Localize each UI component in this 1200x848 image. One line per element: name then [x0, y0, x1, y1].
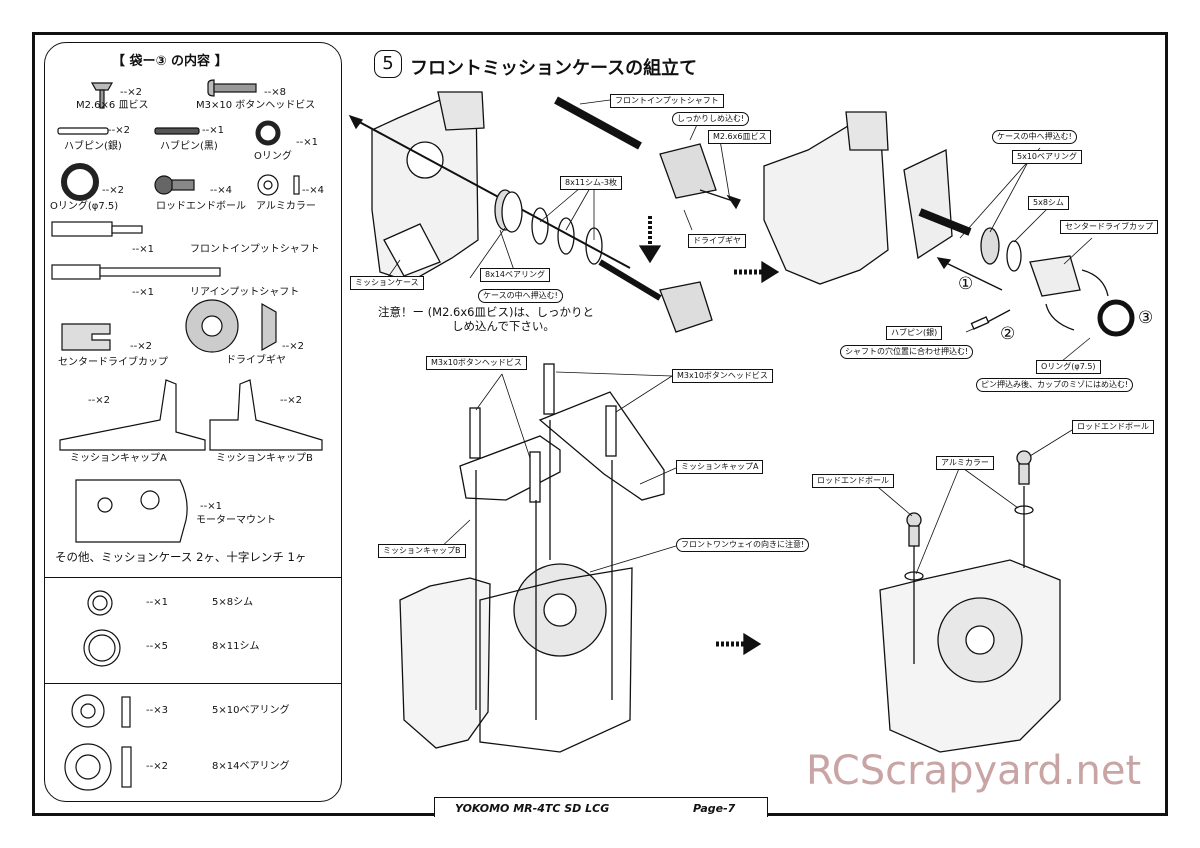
note-line-2: しめ込んで下さい。: [452, 319, 555, 333]
parts-divider-bearings: [44, 683, 342, 684]
part-bearing-8x14: 8×14ベアリング: [212, 761, 290, 772]
part-mission-cap-b: ミッションキャップB: [216, 453, 313, 464]
note-line-1: 注意！ー (M2.6x6皿ビス)は、しっかりと: [378, 305, 594, 319]
label-m3x10-right: M3x10ボタンヘッドビス: [672, 369, 773, 383]
part-shim-8x11: 8×11シム: [212, 641, 260, 652]
qty-bearing-5x10: --×3: [146, 705, 168, 716]
part-hub-pin-silver: ハブピン(銀): [64, 141, 122, 152]
qty-oring-75: --×2: [102, 185, 124, 196]
part-front-input-shaft: フロントインプットシャフト: [190, 244, 320, 255]
label-mission-cap-b: ミッションキャップB: [378, 544, 466, 558]
part-m3-screw: M3×10 ボタンヘッドビス: [196, 100, 316, 111]
part-bearing-5x10: 5×10ベアリング: [212, 705, 290, 716]
label-press-into-case-right: ケースの中へ押込む!: [992, 130, 1077, 144]
label-mission-case: ミッションケース: [350, 276, 424, 290]
part-rear-input-shaft: リアインプットシャフト: [190, 287, 300, 298]
qty-front-input-shaft: --×1: [132, 244, 154, 255]
label-shim-5x8: 5x8シム: [1028, 196, 1069, 210]
footer-model: YOKOMO MR-4TC SD LCG: [455, 802, 610, 815]
qty-mission-cap-b: --×2: [280, 395, 302, 406]
label-press-into-case-left: ケースの中へ押込む!: [478, 289, 563, 303]
qty-rod-end-ball: --×4: [210, 185, 232, 196]
label-oring-75: Oリング(φ7.5): [1036, 360, 1101, 374]
step-title: フロントミッションケースの組立て: [410, 58, 698, 79]
qty-center-drive-cup: --×2: [130, 341, 152, 352]
qty-m3-screw: --×8: [264, 87, 286, 98]
step-number: 5: [374, 50, 402, 78]
label-tighten: しっかりしめ込む!: [672, 112, 750, 126]
qty-bearing-8x14: --×2: [146, 761, 168, 772]
part-hub-pin-black: ハブピン(黒): [160, 141, 218, 152]
order-mark-3: ③: [1138, 308, 1154, 328]
label-after-pin: ピン押込み後、カップのミゾにはめ込む!: [976, 378, 1134, 392]
part-motor-mount: モーターマウント: [196, 515, 276, 526]
label-shim-8x11: 8x11シム-3枚: [560, 176, 622, 190]
qty-motor-mount: --×1: [200, 501, 222, 512]
label-alu-collar: アルミカラー: [936, 456, 994, 470]
label-bearing-5x10: 5x10ベアリング: [1012, 150, 1083, 164]
label-rod-end-ball-right: ロッドエンドボール: [1072, 420, 1154, 434]
label-hub-pin-silver: ハブピン(銀): [886, 326, 943, 340]
order-mark-2: ②: [1000, 324, 1016, 344]
qty-drive-gear: --×2: [282, 341, 304, 352]
part-oring: Oリング: [254, 151, 292, 162]
qty-shim-8x11: --×5: [146, 641, 168, 652]
label-drive-gear: ドライブギヤ: [688, 234, 746, 248]
parts-other-note: その他、ミッションケース 2ヶ、十字レンチ 1ヶ: [55, 550, 307, 564]
label-align-shaft-hole: シャフトの穴位置に合わせ押込む!: [840, 345, 974, 359]
label-m3x10-left: M3x10ボタンヘッドビス: [426, 356, 527, 370]
qty-oring: --×1: [296, 137, 318, 148]
qty-shim-5x8: --×1: [146, 597, 168, 608]
watermark: RCScrapyard.net: [806, 748, 1142, 794]
qty-hub-pin-black: --×1: [202, 125, 224, 136]
qty-mission-cap-a: --×2: [88, 395, 110, 406]
footer-page: Page-7: [693, 802, 736, 815]
footer-tab: YOKOMO MR-4TC SD LCG Page-7: [434, 797, 768, 817]
part-shim-5x8: 5×8シム: [212, 597, 254, 608]
label-rod-end-ball-left: ロッドエンドボール: [812, 474, 894, 488]
part-center-drive-cup: センタードライブカップ: [58, 357, 168, 368]
part-m26-screw: M2.6×6 皿ビス: [76, 100, 149, 111]
label-front-input-shaft: フロントインプットシャフト: [610, 94, 724, 108]
qty-rear-input-shaft: --×1: [132, 287, 154, 298]
qty-hub-pin-silver: --×2: [108, 125, 130, 136]
label-oneway-note: フロントワンウェイの向きに注意!: [676, 538, 810, 552]
parts-list-panel: [44, 42, 342, 802]
part-mission-cap-a: ミッションキャップA: [70, 453, 167, 464]
part-rod-end-ball: ロッドエンドボール: [156, 201, 246, 212]
part-oring-75: Oリング(φ7.5): [50, 201, 119, 212]
part-drive-gear: ドライブギヤ: [226, 355, 286, 366]
order-mark-1: ①: [958, 274, 974, 294]
qty-m26-screw: --×2: [120, 87, 142, 98]
qty-alu-collar: --×4: [302, 185, 324, 196]
label-m26-screw: M2.6x6皿ビス: [708, 130, 772, 144]
label-center-drive-cup: センタードライブカップ: [1060, 220, 1158, 234]
parts-list-header: 【 袋ー③ の内容 】: [112, 54, 228, 69]
parts-divider-shims: [44, 577, 342, 578]
label-mission-cap-a: ミッションキャップA: [676, 460, 764, 474]
part-alu-collar: アルミカラー: [256, 201, 316, 212]
label-bearing-8x14: 8x14ベアリング: [480, 268, 551, 282]
